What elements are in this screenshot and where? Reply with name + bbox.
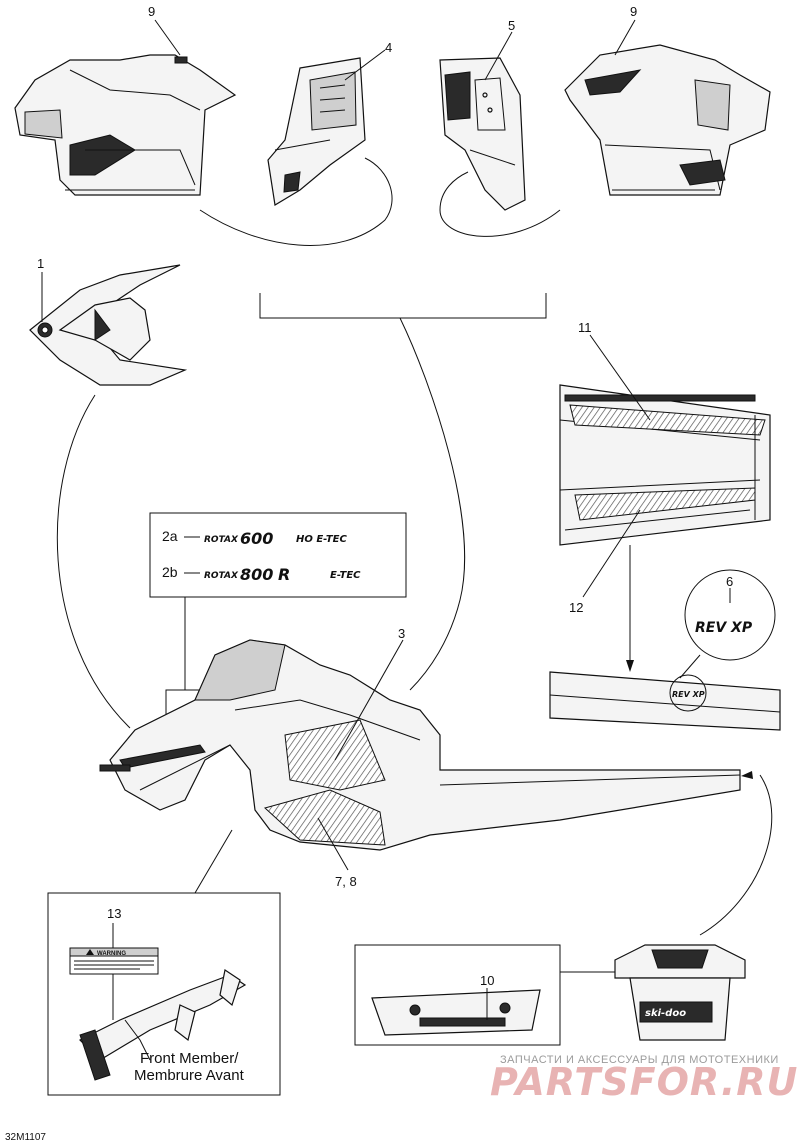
inner-panel-right (439, 57, 526, 211)
callout-12: 12 (569, 600, 583, 615)
decal-800: 800 (240, 565, 273, 584)
decal-rotax-600: ROTAX (204, 535, 239, 545)
callout-13: 13 (107, 906, 121, 921)
front-cowl (29, 264, 188, 386)
decal-rotax-800: ROTAX (204, 571, 239, 581)
tunnel-plates (559, 384, 771, 546)
decal-600: 600 (240, 529, 273, 548)
warning-label: WARNING (69, 947, 159, 975)
rear-flap-part (371, 989, 541, 1036)
decal-800-r: R (278, 565, 290, 584)
decal-800-suffix: E-TEC (330, 570, 361, 581)
callout-4: 4 (385, 40, 392, 55)
callout-2b: 2b (162, 564, 178, 580)
front-member-part (78, 969, 247, 1081)
watermark-top: ЗАПЧАСТИ И АКСЕССУАРЫ ДЛЯ МОТОТЕХНИКИ (500, 1054, 779, 1066)
caption-line-1: Front Member/ (140, 1050, 239, 1067)
callout-9-left: 9 (148, 4, 155, 19)
inner-panel-left (267, 57, 366, 206)
caption-line-2: Membrure Avant (134, 1067, 245, 1084)
rev-xp-decal-small: REV XP (672, 690, 705, 699)
warning-text: WARNING (97, 951, 126, 957)
snowmobile-body (99, 639, 741, 851)
callout-7-8: 7, 8 (335, 874, 357, 889)
skidoo-decal: ski-doo (645, 1008, 686, 1019)
front-member-box (47, 892, 281, 1096)
callout-2a: 2a (162, 528, 178, 544)
rear-flap-box (354, 944, 561, 1046)
detail-circle-6 (684, 569, 776, 661)
watermark-brand: PARTSFOR.RU (490, 1060, 798, 1104)
rear-bumper: ski-doo (614, 944, 746, 1041)
callout-1: 1 (37, 256, 44, 271)
figure-reference: 32M1107 (5, 1132, 46, 1143)
callout-5: 5 (508, 18, 515, 33)
side-panel-right (564, 44, 771, 196)
side-panel-left (14, 54, 237, 196)
callout-3: 3 (398, 626, 405, 641)
callout-10: 10 (480, 973, 494, 988)
rev-xp-decal: REV XP (695, 620, 753, 636)
tunnel-side: REV XP (549, 671, 781, 731)
decal-600-suffix: HO E-TEC (296, 534, 348, 545)
callout-6: 6 (726, 574, 733, 589)
callout-11: 11 (578, 320, 592, 335)
engine-decal-box (149, 512, 407, 598)
callout-9-right: 9 (630, 4, 637, 19)
